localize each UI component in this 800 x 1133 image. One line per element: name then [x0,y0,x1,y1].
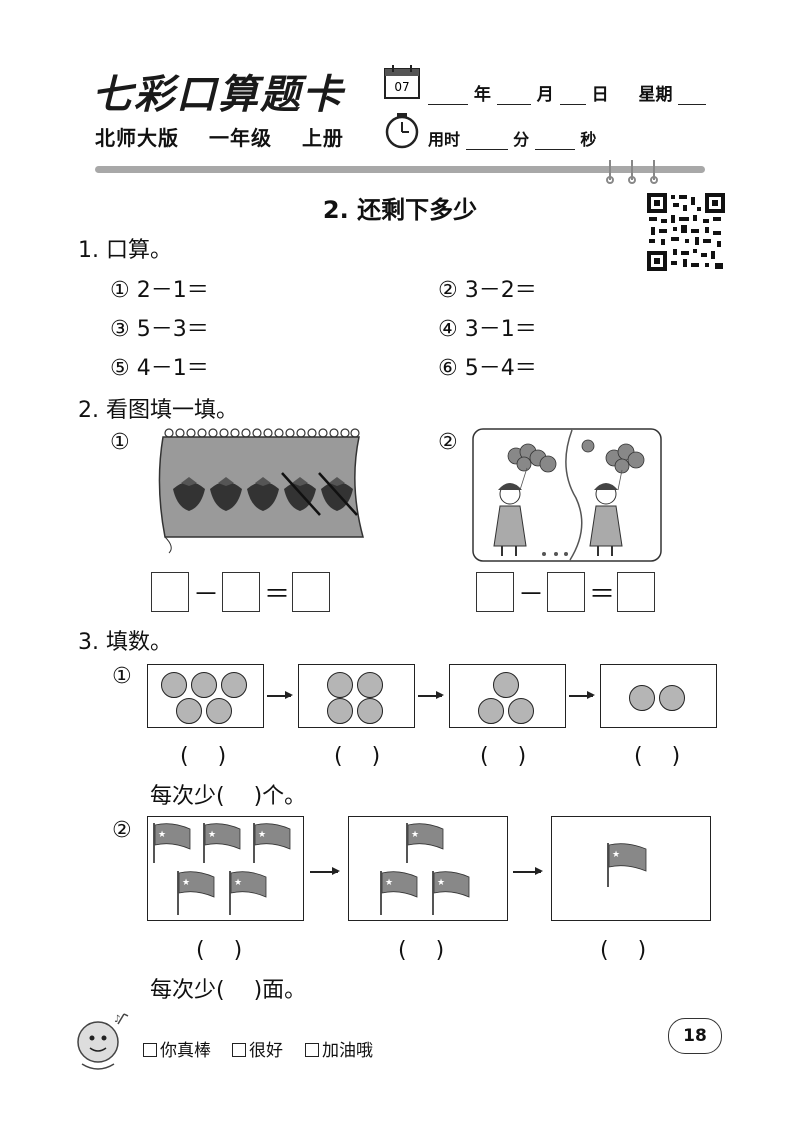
page-number-badge: 18 [668,1018,722,1054]
clock-icon [383,112,421,150]
svg-text:★: ★ [411,830,419,840]
calc-item-2: ② 3－2＝ [438,278,537,303]
calc-item-5: ⑤ 4－1＝ [110,356,209,381]
answer-box-2b[interactable] [547,572,585,612]
answer-box-2a[interactable] [476,572,514,612]
strawberries [173,472,358,516]
time-label: 用时 [428,130,461,149]
year-label: 年 [473,85,491,105]
check-great[interactable]: 你真棒 [143,1036,211,1061]
minus-sign-2: － [518,580,545,610]
calc-item-6: ⑥ 5－4＝ [438,356,537,381]
lesson-title: 2. 还剩下多少 [322,196,478,224]
calc-item-1: ① 2－1＝ [110,278,209,303]
answer-box-1b[interactable] [222,572,260,612]
section3-item1-number: ① [112,664,132,689]
flag-frame-3: ★ [551,816,711,921]
svg-text:★: ★ [437,878,445,888]
summary-circles: 每次少( )个。 [150,784,307,809]
svg-text:★: ★ [234,878,242,888]
section3-item2-number: ② [112,818,132,843]
weekday-label: 星期 [638,85,673,105]
circle-frame-2 [298,664,415,728]
volume-label: 上册 [301,126,344,150]
calendar-icon: 07 [383,64,421,100]
date-line: 年 月 日 星期 [428,80,707,105]
check-good-label: 很好 [249,1041,283,1061]
arrow-3 [569,692,595,698]
checkbox-keepgoing[interactable] [305,1043,319,1057]
svg-text:★: ★ [158,830,166,840]
section2-item2-number: ② [438,430,458,455]
section2-item1-number: ① [110,430,130,455]
section1-title: 1. 口算。 [78,238,172,263]
arrow-4 [310,868,340,874]
page-number: 18 [683,1026,707,1046]
answer-box-2c[interactable] [617,572,655,612]
section2-title: 2. 看图填一填。 [78,398,238,423]
answer-paren-c1[interactable]: ( ) [180,744,227,769]
svg-text:★: ★ [182,878,190,888]
checkbox-good[interactable] [232,1043,246,1057]
answer-box-1c[interactable] [292,572,330,612]
strawberry-picture [158,428,364,554]
time-line: 用时 分 秒 [428,126,596,150]
answer-paren-f3[interactable]: ( ) [600,938,647,963]
qr-code-icon[interactable] [647,193,725,271]
summary-flags: 每次少( )面。 [150,978,307,1003]
flag-icons: ★ ★ ★ ★ ★ [153,823,291,915]
arrow-2 [418,692,444,698]
day-label: 日 [591,85,609,105]
flag-frame-2: ★ ★ ★ [348,816,508,921]
section3-title: 3. 填数。 [78,630,172,655]
svg-text:★: ★ [612,850,620,860]
calendar-number: 07 [394,80,409,94]
grade-label: 一年级 [208,126,272,150]
circle-frame-3 [449,664,566,728]
minus-sign-1: － [193,580,220,610]
equals-sign-2: ＝ [589,580,616,610]
header-divider [95,166,705,173]
edition-line: 北师大版 一年级 上册 [95,122,366,151]
svg-text:★: ★ [208,830,216,840]
check-keepgoing-label: 加油哦 [322,1041,373,1061]
answer-paren-f1[interactable]: ( ) [196,938,243,963]
balloon-picture [472,428,662,562]
check-keepgoing[interactable]: 加油哦 [305,1036,373,1061]
calc-item-4: ④ 3－1＝ [438,317,537,342]
calc-item-3: ③ 5－3＝ [110,317,209,342]
second-label: 秒 [580,130,597,149]
edition-label: 北师大版 [95,126,179,150]
check-great-label: 你真棒 [160,1041,211,1061]
minute-label: 分 [513,130,530,149]
girl-figures [493,483,623,556]
flag-frame-1: ★ ★ ★ ★ ★ [147,816,304,921]
check-good[interactable]: 很好 [232,1036,283,1061]
arrow-1 [267,692,293,698]
month-label: 月 [536,85,554,105]
circle-frame-1 [147,664,264,728]
answer-paren-c4[interactable]: ( ) [634,744,681,769]
answer-paren-f2[interactable]: ( ) [398,938,445,963]
svg-text:♪: ♪ [114,1014,120,1025]
svg-text:★: ★ [258,830,266,840]
binder-clips [606,160,658,184]
equals-sign-1: ＝ [264,580,291,610]
mascot-icon: ♪ [77,1013,129,1070]
answer-paren-c2[interactable]: ( ) [334,744,381,769]
answer-paren-c3[interactable]: ( ) [480,744,527,769]
checkbox-great[interactable] [143,1043,157,1057]
brand-title: 七彩口算题卡 [92,71,344,118]
svg-text:★: ★ [385,878,393,888]
arrow-5 [513,868,543,874]
answer-box-1a[interactable] [151,572,189,612]
circle-frame-4 [600,664,717,728]
